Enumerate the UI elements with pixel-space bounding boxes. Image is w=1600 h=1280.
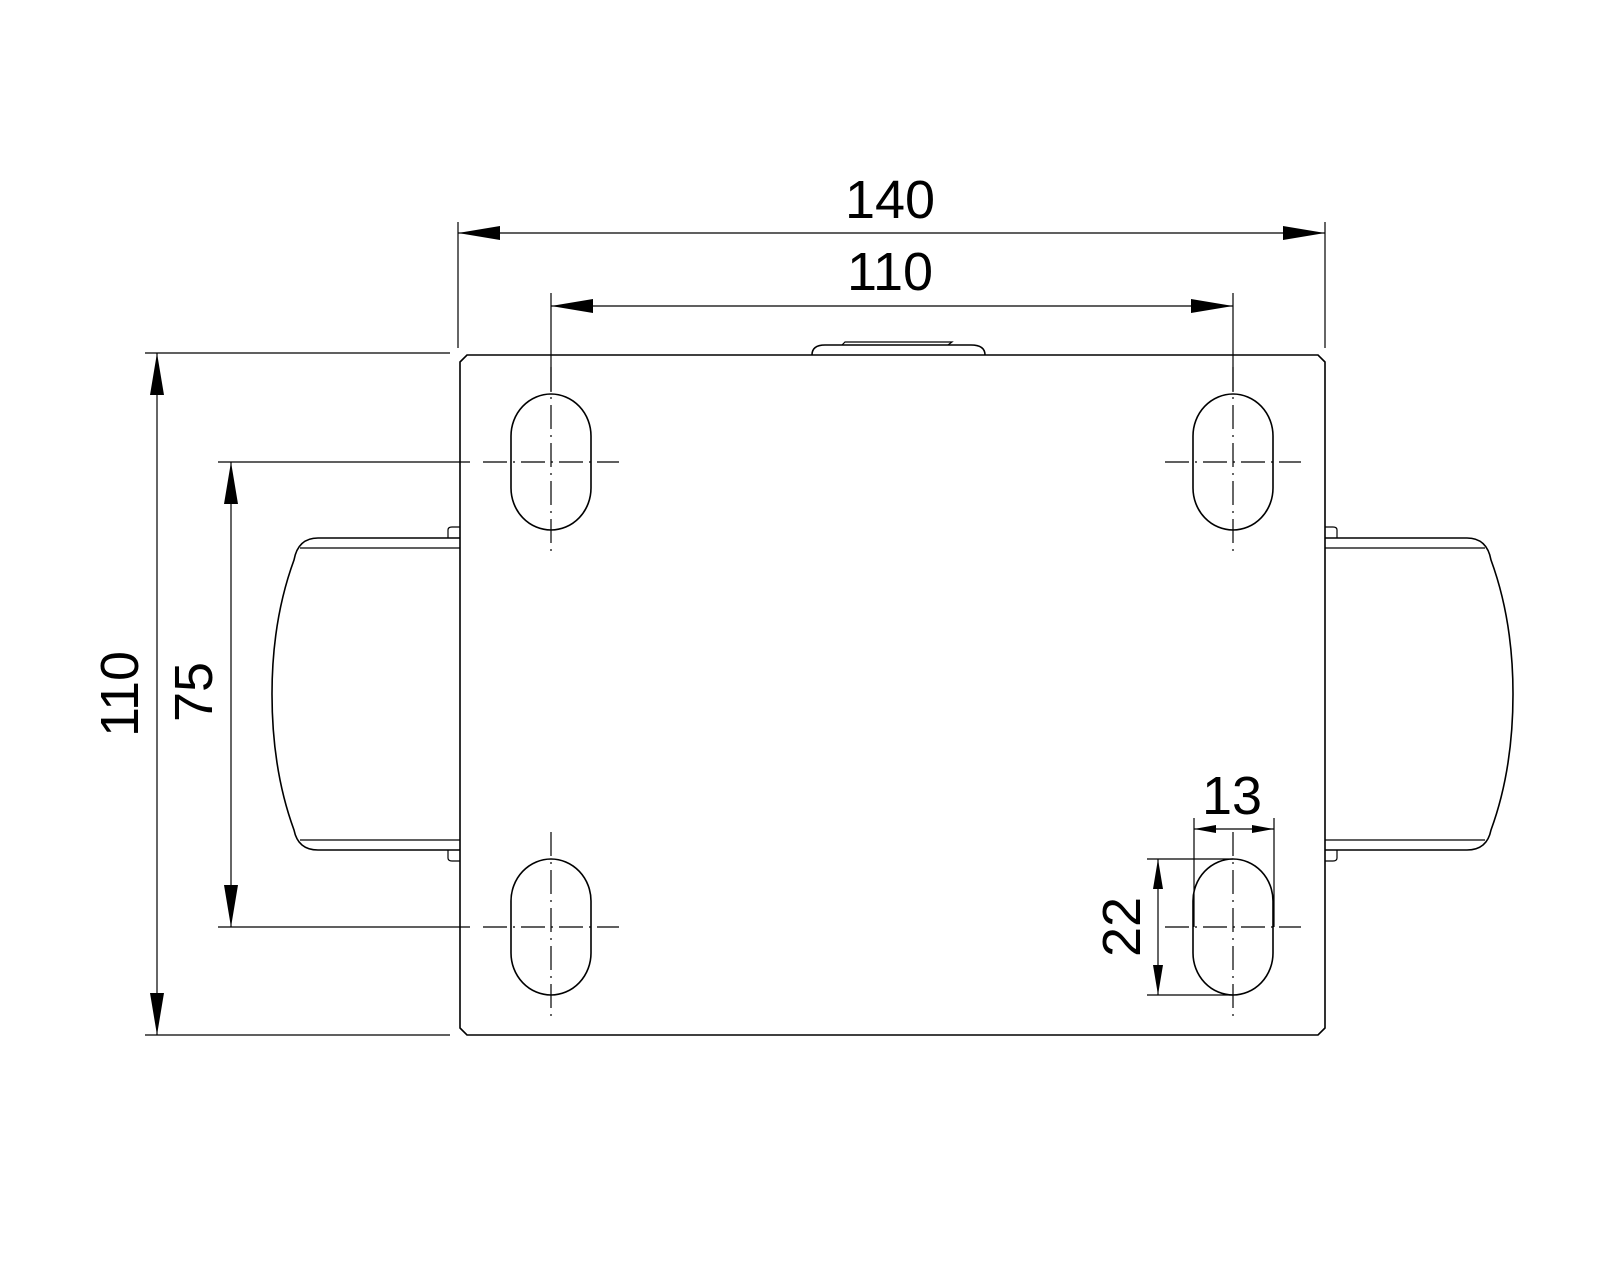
dim-label-13: 13 <box>1202 766 1262 826</box>
dimension-hole-spacing-y: 75 <box>164 461 470 928</box>
dimension-slot-width: 13 <box>1193 766 1275 927</box>
dim-label-140: 140 <box>845 170 935 230</box>
dim-label-110-top: 110 <box>847 242 933 302</box>
top-plate <box>459 341 1326 1036</box>
mounting-slot-top-right <box>1164 366 1302 558</box>
dim-label-75: 75 <box>164 662 224 722</box>
dimension-hole-spacing-x: 110 <box>550 242 1234 392</box>
dimension-slot-length: 22 <box>1092 858 1233 996</box>
mounting-slot-top-left <box>482 366 620 558</box>
dim-label-22: 22 <box>1092 897 1152 957</box>
right-wheel <box>1325 526 1514 862</box>
dim-label-110-left: 110 <box>90 651 150 737</box>
dimension-plate-width: 140 <box>457 170 1326 348</box>
mounting-slot-bottom-right <box>1164 831 1302 1023</box>
dimension-plate-height: 110 <box>90 352 450 1036</box>
left-wheel <box>271 526 460 862</box>
mounting-slot-bottom-left <box>482 831 620 1023</box>
